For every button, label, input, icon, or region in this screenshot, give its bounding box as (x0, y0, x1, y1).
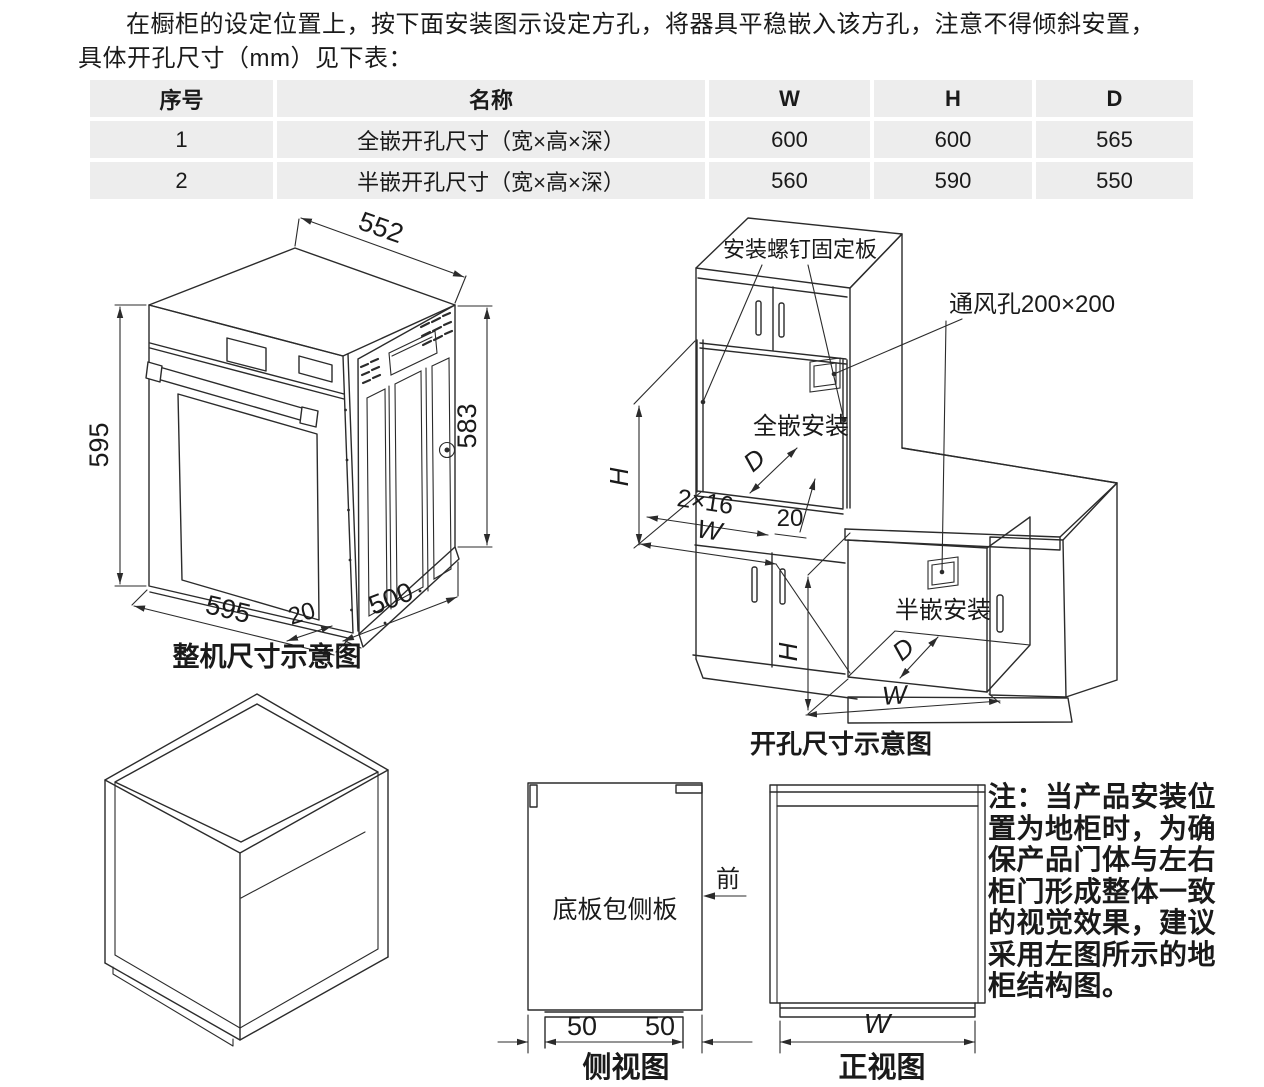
intro-line-1: 在橱柜的设定位置上，按下面安装图示设定方孔，将器具平稳嵌入该方孔，注意不得倾斜安… (126, 11, 1155, 38)
leader-lines (700, 264, 963, 575)
oven-door-handle (153, 365, 310, 423)
dim-gap-20: 20 (777, 505, 804, 532)
cutout-caption: 开孔尺寸示意图 (750, 729, 932, 759)
tall-cabinet-line-art (692, 217, 1118, 700)
cutout-dimension-diagram: H 2×16 W 20 D H W D 安装螺钉固定板 通风孔200×200 全… (604, 217, 1118, 759)
table-cell: 560 (709, 162, 870, 199)
full-embed-label: 全嵌安装 (753, 413, 849, 440)
base-cabinet-wireframe (104, 693, 389, 1047)
table-header-w: W (709, 80, 870, 117)
side-view-caption: 侧视图 (582, 1051, 669, 1084)
dim-50-right: 50 (645, 1011, 675, 1041)
dim-left-height: 595 (84, 422, 114, 467)
table-cell: 600 (709, 121, 870, 158)
front-view-dimensions: W (779, 1008, 976, 1054)
oven-line-art (145, 247, 460, 648)
wireframe-lines (104, 693, 389, 1047)
vent-label: 通风孔200×200 (949, 291, 1115, 318)
front-direction-callout: 前 (703, 866, 747, 900)
side-knockout-circle (438, 441, 456, 459)
table-cell: 600 (874, 121, 1032, 158)
side-view-diagram: 底板包侧板 前 50 50 侧视图 (497, 782, 753, 1084)
dim-right-height: 583 (452, 403, 482, 448)
table-header-no: 序号 (90, 80, 273, 117)
table-cell: 550 (1036, 162, 1193, 199)
dimension-table: 序号 名称 W H D 1 全嵌开孔尺寸（宽×高×深） 600 600 565 … (90, 80, 1193, 199)
table-header-d: D (1036, 80, 1193, 117)
front-view-caption: 正视图 (838, 1051, 925, 1084)
screw-plate-label: 安装螺钉固定板 (723, 237, 877, 262)
dim-side-depth: 500 (364, 577, 417, 621)
table-cell: 2 (90, 162, 273, 199)
front-label: 前 (716, 866, 740, 893)
dim-frame-offset: 20 (285, 597, 318, 631)
base-cabinet-line-art (844, 447, 1118, 724)
cutout-labels: 安装螺钉固定板 通风孔200×200 全嵌安装 半嵌安装 (723, 237, 1115, 624)
oven-dimension-diagram: 552 595 583 595 20 500 整机尺寸示意图 (84, 206, 493, 672)
table-cell: 565 (1036, 121, 1193, 158)
dim-w-front: W (864, 1008, 893, 1039)
side-panel-label: 底板包侧板 (552, 896, 677, 924)
table-header-h: H (874, 80, 1032, 117)
side-view-lines (527, 782, 703, 1049)
intro-line-2: 具体开孔尺寸（mm）见下表： (78, 45, 413, 72)
dim-50-left: 50 (567, 1011, 597, 1041)
table-header-name: 名称 (277, 80, 705, 117)
half-embed-label: 半嵌安装 (895, 597, 991, 624)
oven-dimensions: 552 595 583 595 20 500 (84, 206, 493, 656)
installation-note: 注：当产品安装位 置为地柜时，为确 保产品门体与左右 柜门形成整体一致 的视觉效… (988, 781, 1217, 1001)
dim-top-depth: 552 (355, 206, 407, 249)
dim-w-lower: W (881, 679, 910, 711)
oven-caption: 整机尺寸示意图 (173, 641, 362, 672)
table-cell: 1 (90, 121, 273, 158)
dim-bottom-width: 595 (203, 589, 254, 629)
cutout-dimensions: H 2×16 W 20 D H W D (604, 340, 1001, 718)
side-vent-grilles (359, 311, 454, 385)
front-view-lines (769, 784, 986, 1018)
intro-paragraph: 在橱柜的设定位置上，按下面安装图示设定方孔，将器具平稳嵌入该方孔，注意不得倾斜安… (78, 8, 1218, 76)
dim-d-upper: D (737, 443, 771, 478)
table-cell: 590 (874, 162, 1032, 199)
dim-w-upper: W (695, 513, 726, 547)
dim-h-upper: H (604, 467, 634, 486)
table-cell: 半嵌开孔尺寸（宽×高×深） (277, 162, 705, 199)
front-view-diagram: W 正视图 (769, 784, 986, 1084)
table-cell: 全嵌开孔尺寸（宽×高×深） (277, 121, 705, 158)
dim-h-lower: H (773, 642, 803, 661)
side-view-dimensions: 50 50 (497, 1011, 753, 1054)
